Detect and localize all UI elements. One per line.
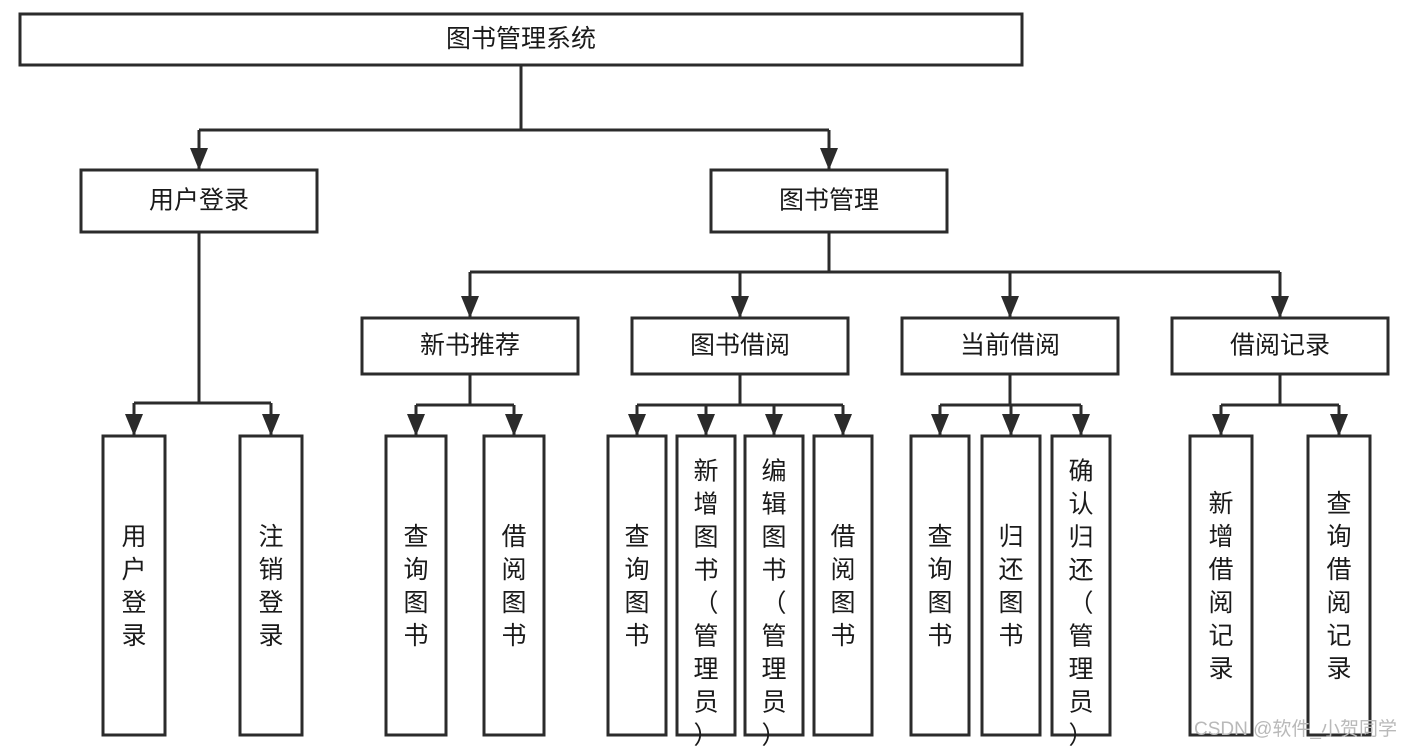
node-box-leaf_add_record[interactable] bbox=[1188, 434, 1254, 737]
node-leaf_query_record[interactable]: 查询借阅记录 bbox=[1306, 434, 1372, 737]
node-box-book_borrow[interactable] bbox=[630, 316, 850, 376]
node-label-leaf_logout: 注销登录 bbox=[258, 523, 283, 650]
arrow-head-icon bbox=[262, 414, 280, 436]
node-box-user_login[interactable] bbox=[79, 168, 319, 234]
node-box-leaf_borrow_book_2[interactable] bbox=[812, 434, 874, 737]
arrow-head-icon bbox=[125, 414, 143, 436]
arrow-head-icon bbox=[1330, 414, 1348, 436]
node-book_borrow[interactable]: 图书借阅 bbox=[630, 316, 850, 376]
arrow-head-icon bbox=[1212, 414, 1230, 436]
node-box-new_book_rec[interactable] bbox=[360, 316, 580, 376]
arrow-head-icon bbox=[461, 296, 479, 318]
node-label-borrow_record: 借阅记录 bbox=[1230, 332, 1330, 360]
node-leaf_borrow_book_2[interactable]: 借阅图书 bbox=[812, 434, 874, 737]
arrow-head-icon bbox=[1002, 414, 1020, 436]
node-label-user_login: 用户登录 bbox=[149, 187, 249, 215]
edges-layer bbox=[125, 65, 1348, 436]
node-label-leaf_borrow_book_1: 借阅图书 bbox=[501, 523, 526, 650]
node-box-leaf_user_login[interactable] bbox=[101, 434, 167, 737]
node-label-leaf_return_book: 归还图书 bbox=[998, 523, 1023, 650]
node-label-leaf_edit_book: 编辑图书（管理员） bbox=[761, 457, 786, 747]
node-new_book_rec[interactable]: 新书推荐 bbox=[360, 316, 580, 376]
node-box-book_mgmt[interactable] bbox=[709, 168, 949, 234]
node-label-book_borrow: 图书借阅 bbox=[690, 332, 790, 360]
node-box-leaf_add_book[interactable] bbox=[675, 434, 737, 737]
node-box-leaf_query_record[interactable] bbox=[1306, 434, 1372, 737]
arrow-head-icon bbox=[505, 414, 523, 436]
arrow-head-icon bbox=[1001, 296, 1019, 318]
arrow-head-icon bbox=[628, 414, 646, 436]
node-box-current_borrow[interactable] bbox=[900, 316, 1120, 376]
arrow-head-icon bbox=[765, 414, 783, 436]
node-label-leaf_add_record: 新增借阅记录 bbox=[1208, 490, 1233, 683]
node-label-leaf_user_login: 用户登录 bbox=[121, 523, 146, 650]
node-leaf_confirm_return[interactable]: 确认归还（管理员） bbox=[1050, 434, 1112, 747]
arrow-head-icon bbox=[407, 414, 425, 436]
node-current_borrow[interactable]: 当前借阅 bbox=[900, 316, 1120, 376]
node-leaf_logout[interactable]: 注销登录 bbox=[238, 434, 304, 737]
node-borrow_record[interactable]: 借阅记录 bbox=[1170, 316, 1390, 376]
node-box-leaf_borrow_book_1[interactable] bbox=[482, 434, 546, 737]
node-box-leaf_confirm_return[interactable] bbox=[1050, 434, 1112, 737]
node-box-leaf_query_book_2[interactable] bbox=[606, 434, 668, 737]
node-label-leaf_query_book_3: 查询图书 bbox=[927, 523, 952, 650]
node-box-leaf_logout[interactable] bbox=[238, 434, 304, 737]
arrow-head-icon bbox=[731, 296, 749, 318]
node-leaf_return_book[interactable]: 归还图书 bbox=[980, 434, 1042, 737]
arrow-head-icon bbox=[190, 148, 208, 170]
node-box-leaf_query_book_1[interactable] bbox=[384, 434, 448, 737]
node-root[interactable]: 图书管理系统 bbox=[18, 12, 1024, 67]
node-leaf_add_record[interactable]: 新增借阅记录 bbox=[1188, 434, 1254, 737]
node-leaf_add_book[interactable]: 新增图书（管理员） bbox=[675, 434, 737, 747]
node-leaf_query_book_2[interactable]: 查询图书 bbox=[606, 434, 668, 737]
arrow-head-icon bbox=[1072, 414, 1090, 436]
node-label-leaf_query_book_1: 查询图书 bbox=[403, 523, 428, 650]
node-box-leaf_return_book[interactable] bbox=[980, 434, 1042, 737]
node-label-current_borrow: 当前借阅 bbox=[960, 332, 1060, 360]
node-user_login[interactable]: 用户登录 bbox=[79, 168, 319, 234]
arrow-head-icon bbox=[820, 148, 838, 170]
node-box-root[interactable] bbox=[18, 12, 1024, 67]
node-label-leaf_confirm_return: 确认归还（管理员） bbox=[1068, 457, 1093, 747]
node-label-root: 图书管理系统 bbox=[446, 25, 596, 53]
node-leaf_user_login[interactable]: 用户登录 bbox=[101, 434, 167, 737]
arrow-head-icon bbox=[697, 414, 715, 436]
node-label-leaf_add_book: 新增图书（管理员） bbox=[693, 457, 718, 747]
node-label-leaf_query_record: 查询借阅记录 bbox=[1326, 490, 1351, 683]
arrow-head-icon bbox=[834, 414, 852, 436]
node-book_mgmt[interactable]: 图书管理 bbox=[709, 168, 949, 234]
node-box-leaf_edit_book[interactable] bbox=[743, 434, 805, 737]
node-box-borrow_record[interactable] bbox=[1170, 316, 1390, 376]
nodes-layer: 图书管理系统用户登录图书管理新书推荐图书借阅当前借阅借阅记录用户登录注销登录查询… bbox=[18, 12, 1390, 747]
arrow-head-icon bbox=[1271, 296, 1289, 318]
node-box-leaf_query_book_3[interactable] bbox=[909, 434, 971, 737]
node-leaf_edit_book[interactable]: 编辑图书（管理员） bbox=[743, 434, 805, 747]
node-label-book_mgmt: 图书管理 bbox=[779, 187, 879, 215]
arrow-head-icon bbox=[931, 414, 949, 436]
node-label-new_book_rec: 新书推荐 bbox=[420, 332, 520, 360]
node-label-leaf_query_book_2: 查询图书 bbox=[624, 523, 649, 650]
node-leaf_query_book_1[interactable]: 查询图书 bbox=[384, 434, 448, 737]
node-leaf_borrow_book_1[interactable]: 借阅图书 bbox=[482, 434, 546, 737]
node-leaf_query_book_3[interactable]: 查询图书 bbox=[909, 434, 971, 737]
node-label-leaf_borrow_book_2: 借阅图书 bbox=[830, 523, 855, 650]
